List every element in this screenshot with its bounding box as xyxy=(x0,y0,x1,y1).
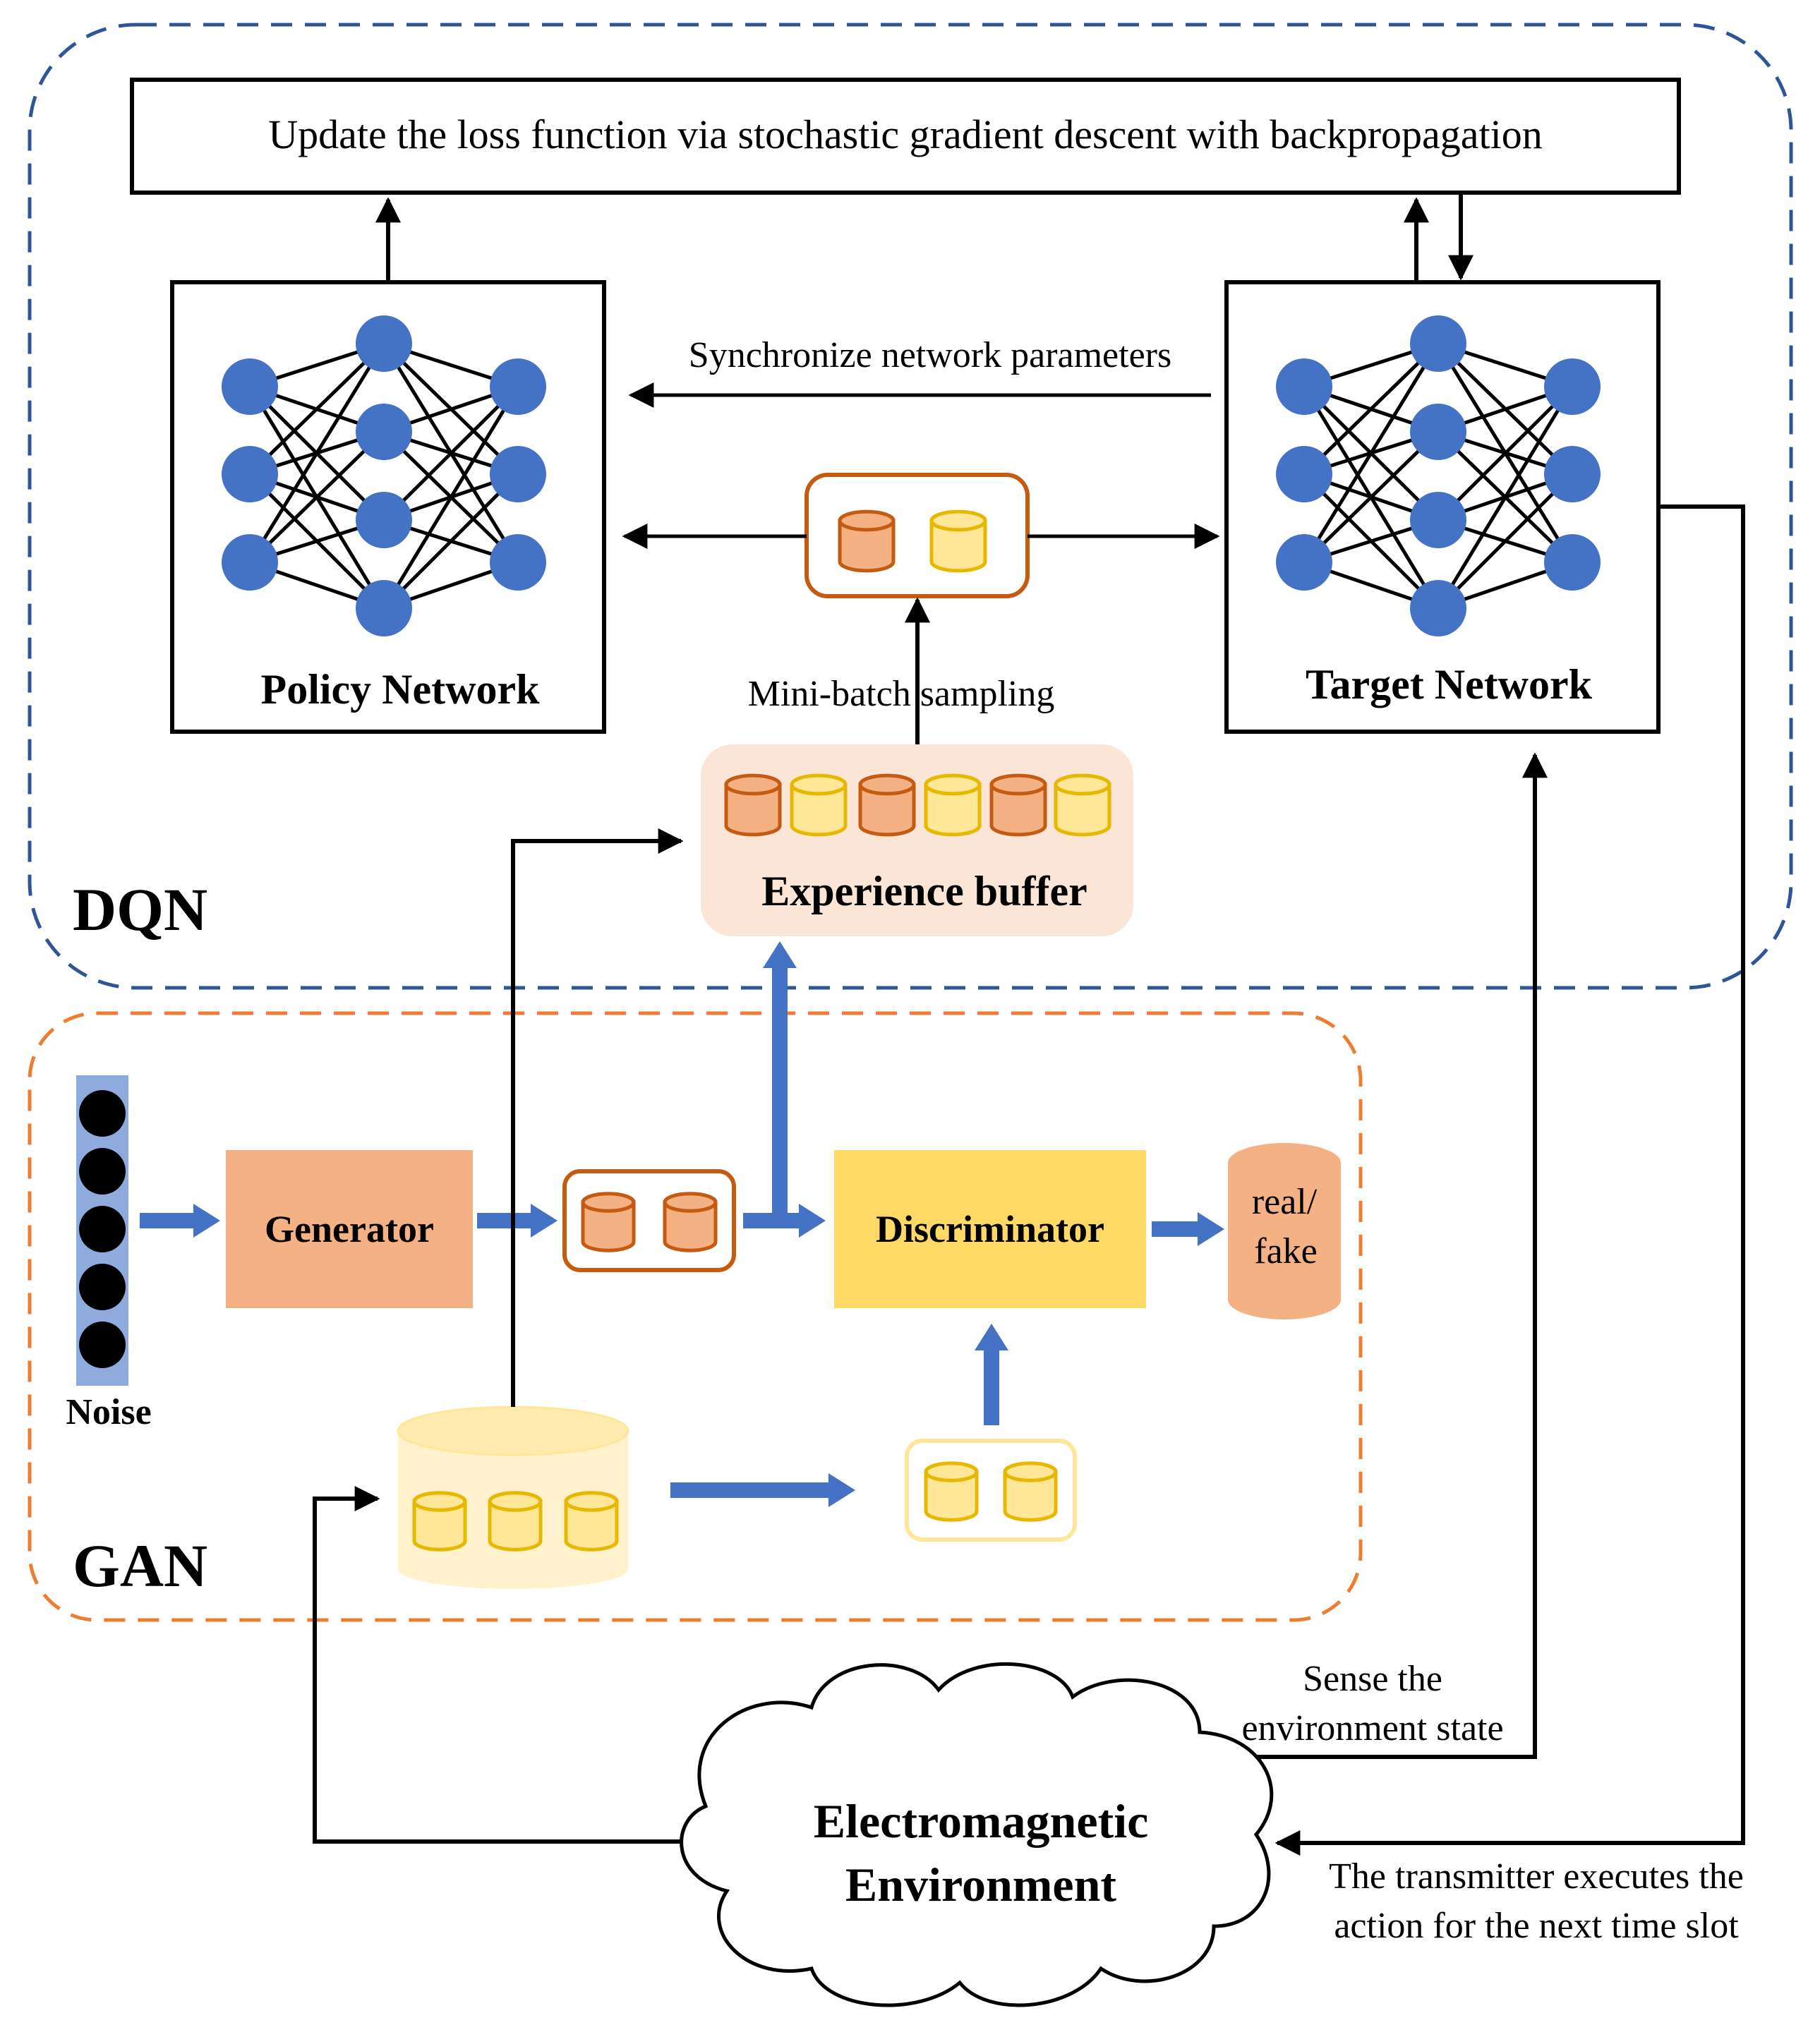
network-edge xyxy=(1436,385,1574,610)
generator-label: Generator xyxy=(265,1208,434,1250)
neuron xyxy=(1410,315,1466,372)
neuron xyxy=(222,534,278,591)
samples-to-buffer-arrow xyxy=(763,941,797,1214)
storage-to-real-samples-arrow xyxy=(670,1473,855,1507)
neuron xyxy=(356,404,412,460)
discriminator-box xyxy=(834,1150,1146,1308)
loss-function-text: Update the loss function via stochastic … xyxy=(268,111,1543,157)
environment-cloud xyxy=(680,1662,1274,2007)
dqn-label: DQN xyxy=(73,876,207,943)
neuron xyxy=(1276,534,1332,591)
real-data-cylinders xyxy=(412,1491,619,1552)
generated-samples-cylinders xyxy=(581,1192,718,1252)
network-edge xyxy=(248,342,386,564)
loss-function-box xyxy=(130,78,1681,195)
yellow-sample-cylinder xyxy=(929,509,987,573)
generator-box xyxy=(226,1150,473,1308)
network-edge xyxy=(248,342,385,476)
sync-label: Synchronize network parameters xyxy=(689,335,1171,375)
noise-dot xyxy=(79,1264,126,1310)
generator-to-samples-arrow xyxy=(477,1204,558,1238)
neuron xyxy=(1544,446,1601,502)
neuron xyxy=(1410,580,1466,636)
network-edge xyxy=(1302,342,1440,564)
yellow-sample-cylinder xyxy=(1054,773,1111,837)
yellow-sample-cylinder xyxy=(564,1491,619,1552)
noise-dot xyxy=(79,1090,126,1137)
output-label-real: real/ xyxy=(1252,1182,1318,1222)
blue-arrows xyxy=(140,941,1224,1507)
orange-sample-cylinder xyxy=(724,773,782,837)
neuron xyxy=(1544,358,1601,415)
sense-label-line2: environment state xyxy=(1241,1708,1503,1748)
neuron xyxy=(1276,358,1332,415)
neuron xyxy=(356,315,412,372)
sense-label-line1: Sense the xyxy=(1303,1659,1442,1699)
policy-network-graph xyxy=(222,315,546,636)
neuron xyxy=(222,358,278,415)
noise-dot xyxy=(79,1148,126,1195)
neuron xyxy=(490,358,546,415)
orange-sample-cylinder xyxy=(663,1192,718,1252)
yellow-sample-cylinder xyxy=(1003,1461,1058,1522)
minibatch-cylinders xyxy=(838,509,987,573)
network-edge xyxy=(382,385,520,610)
transmitter-label-line2: action for the next time slot xyxy=(1334,1906,1739,1946)
neuron xyxy=(490,446,546,502)
neuron xyxy=(222,446,278,502)
real-samples-to-discriminator-arrow xyxy=(975,1324,1008,1425)
yellow-sample-cylinder xyxy=(924,773,982,837)
real-samples-cylinders xyxy=(924,1461,1058,1522)
noise-dot xyxy=(79,1322,126,1368)
policy-network-label: Policy Network xyxy=(261,666,541,713)
yellow-sample-cylinder xyxy=(488,1491,543,1552)
transmitter-action-arrow xyxy=(1274,504,1745,1856)
noise-label: Noise xyxy=(66,1392,151,1432)
minibatch-sampling-label: Mini-batch sampling xyxy=(748,674,1055,714)
neuron xyxy=(356,492,412,548)
noise-dot xyxy=(79,1206,126,1252)
network-edge xyxy=(1437,473,1574,610)
target-network-label: Target Network xyxy=(1306,661,1593,708)
orange-sample-cylinder xyxy=(858,773,916,837)
neuron xyxy=(1544,534,1601,591)
yellow-sample-cylinder xyxy=(790,773,848,837)
orange-sample-cylinder xyxy=(989,773,1047,837)
discriminator-label: Discriminator xyxy=(876,1208,1104,1250)
environment-to-storage-arrow xyxy=(313,1486,683,1844)
experience-buffer-cylinders xyxy=(724,773,1111,837)
output-cylinder xyxy=(1228,1143,1341,1319)
target-network-graph xyxy=(1276,315,1601,636)
network-edge xyxy=(1437,385,1574,521)
storage-to-buffer-arrow xyxy=(511,828,684,1407)
neuron xyxy=(356,580,412,636)
neuron xyxy=(1410,404,1466,460)
network-edge xyxy=(382,385,519,521)
experience-buffer-label: Experience buffer xyxy=(761,868,1087,914)
orange-sample-cylinder xyxy=(581,1192,636,1252)
samples-to-discriminator-arrow xyxy=(743,1204,826,1238)
network-edge xyxy=(382,473,519,610)
gan-region xyxy=(28,1011,1363,1622)
network-edge xyxy=(248,430,385,564)
neuron xyxy=(490,534,546,591)
orange-sample-cylinder xyxy=(838,509,896,573)
environment-label-line2: Environment xyxy=(845,1858,1116,1911)
transmitter-label-line1: The transmitter executes the xyxy=(1329,1856,1744,1897)
output-label-fake: fake xyxy=(1254,1231,1317,1271)
neuron xyxy=(1410,492,1466,548)
sense-state-arrow xyxy=(1221,752,1548,1759)
discriminator-to-output-arrow xyxy=(1152,1212,1224,1246)
yellow-sample-cylinder xyxy=(924,1461,979,1522)
yellow-sample-cylinder xyxy=(412,1491,467,1552)
gan-label: GAN xyxy=(73,1532,207,1600)
network-edge xyxy=(1303,430,1440,564)
dqn-region xyxy=(28,23,1793,990)
network-edge xyxy=(1303,342,1440,476)
noise-dots xyxy=(79,1090,126,1368)
environment-label-line1: Electromagnetic xyxy=(814,1794,1149,1848)
neuron xyxy=(1276,446,1332,502)
noise-to-generator-arrow xyxy=(140,1204,220,1238)
